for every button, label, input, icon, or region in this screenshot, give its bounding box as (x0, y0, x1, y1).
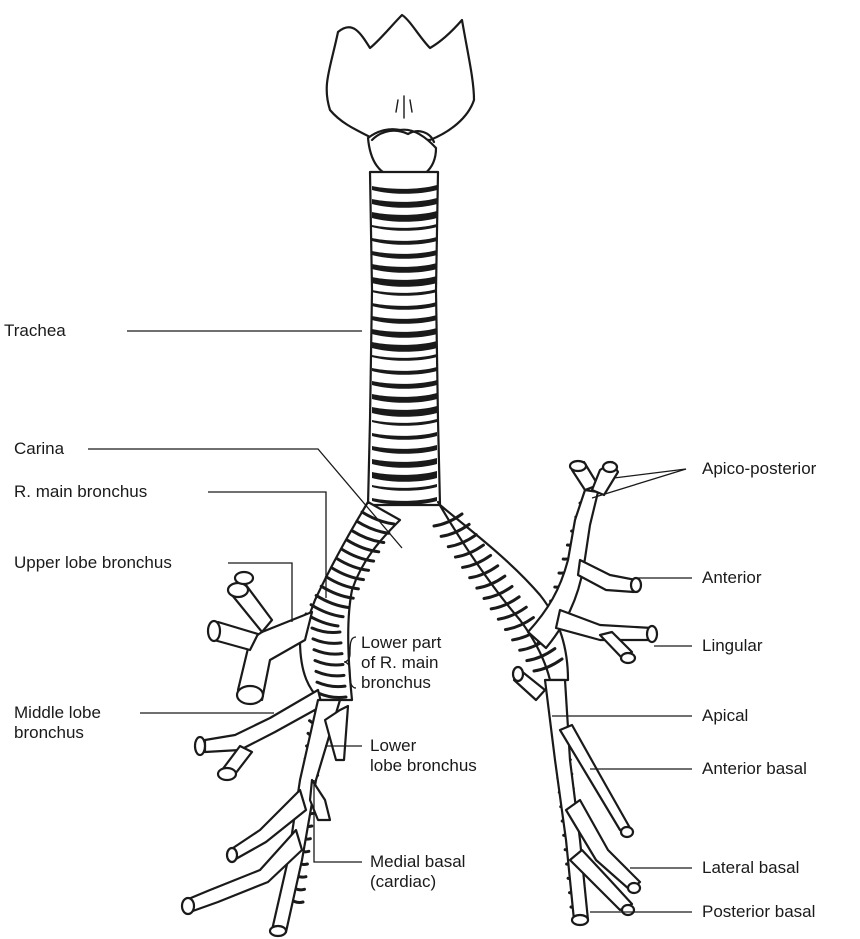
label-lower-part-line1: Lower part (361, 633, 441, 653)
label-r-main-bronchus: R. main bronchus (14, 482, 147, 502)
thyroid-cartilage (327, 15, 474, 140)
label-lingular: Lingular (702, 636, 763, 656)
apico-posterior-leader-2 (614, 469, 686, 478)
label-lower-part-r-main-bronchus: Lower part of R. main bronchus (361, 633, 441, 693)
label-lower-lobe-line1: Lower (370, 736, 477, 756)
label-medial-basal-line1: Medial basal (370, 852, 465, 872)
trachea-tube (368, 172, 440, 505)
label-lower-lobe-line2: lobe bronchus (370, 756, 477, 776)
label-anterior-basal: Anterior basal (702, 759, 807, 779)
label-lateral-basal: Lateral basal (702, 858, 799, 878)
label-trachea: Trachea (4, 321, 66, 341)
label-medial-basal: Medial basal (cardiac) (370, 852, 465, 892)
label-lower-part-line3: bronchus (361, 673, 441, 693)
label-apico-posterior: Apico-posterior (702, 459, 816, 479)
label-posterior-basal: Posterior basal (702, 902, 815, 922)
label-lower-part-line2: of R. main (361, 653, 441, 673)
label-middle-lobe-line1: Middle lobe (14, 703, 101, 723)
label-lower-lobe-bronchus: Lower lobe bronchus (370, 736, 477, 776)
label-middle-lobe-bronchus: Middle lobe bronchus (14, 703, 101, 743)
r-main-bronchus-leader (208, 492, 326, 598)
label-upper-lobe-bronchus: Upper lobe bronchus (14, 553, 172, 573)
label-apical: Apical (702, 706, 748, 726)
label-anterior: Anterior (702, 568, 762, 588)
right-middle-lobe-branch (205, 690, 322, 752)
label-medial-basal-line2: (cardiac) (370, 872, 465, 892)
label-carina: Carina (14, 439, 64, 459)
label-middle-lobe-line2: bronchus (14, 723, 101, 743)
